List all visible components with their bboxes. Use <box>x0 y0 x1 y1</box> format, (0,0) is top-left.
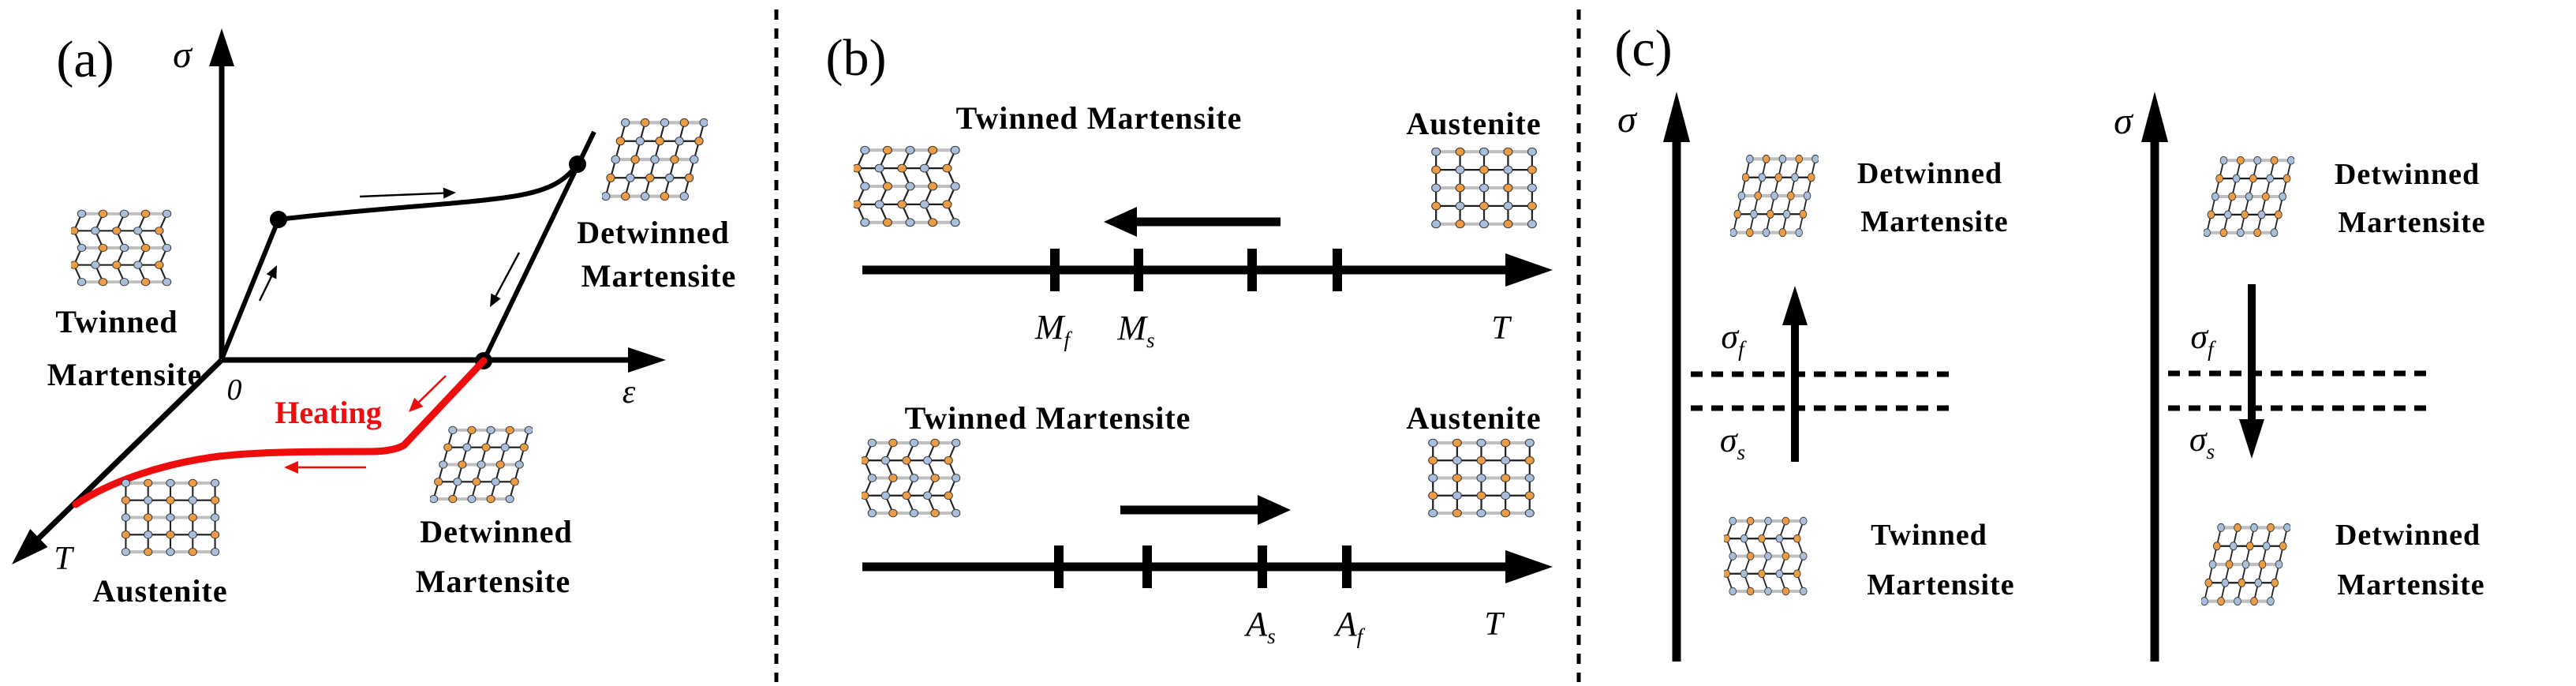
twinned-martensite-lattice-b-cooling <box>854 144 966 229</box>
c-unloading-top-phase-line1: Detwinned <box>2334 158 2481 191</box>
martensite-start-label: Ms <box>1117 309 1155 352</box>
origin-label-a: 0 <box>226 373 242 407</box>
temperature-axis-label-b-heating: T <box>1484 606 1503 643</box>
austenite-lattice-b-heating <box>1425 437 1538 519</box>
cooling-right-phase-label: Austenite <box>1406 106 1542 141</box>
martensite-finish-label: Mf <box>1034 308 1071 351</box>
heating-right-phase-label: Austenite <box>1406 400 1542 436</box>
austenite-finish-label: Af <box>1335 605 1363 648</box>
twinned-martensite-lattice-b-heating <box>862 437 966 519</box>
c-loading-bottom-phase-line1: Twinned <box>1871 519 1987 552</box>
sigma-start-label-loading: σs <box>1719 421 1746 464</box>
sigma-axis-label-c-unloading: σ <box>2114 100 2133 142</box>
cooling-left-phase-label: Twinned Martensite <box>955 100 1243 136</box>
heating-left-phase-label: Twinned Martensite <box>904 400 1191 436</box>
austenite-lattice-a <box>118 477 222 558</box>
sigma-axis-label-c-loading: σ <box>1617 99 1636 141</box>
sigma-start-label-unloading: σs <box>2189 420 2215 463</box>
sigma-finish-label-unloading: σf <box>2190 317 2214 361</box>
panel-b-letter: (b) <box>825 29 887 87</box>
detwinned-martensite-lattice-c-unloading-top <box>2204 154 2294 239</box>
twinned-label-a-line2: Martensite <box>47 357 203 392</box>
c-unloading-top-phase-line2: Martensite <box>2338 206 2486 239</box>
sigma-finish-label-loading: σf <box>1721 317 1744 361</box>
c-unloading-bottom-phase-line2: Martensite <box>2337 568 2485 602</box>
temperature-axis-label-a: T <box>54 541 73 577</box>
panel-a-letter: (a) <box>56 31 114 88</box>
sigma-axis-label-a: σ <box>173 34 192 76</box>
detwinned-martensite-lattice-c-loading-top <box>1730 152 1819 239</box>
detwinned-top-label-a-line2: Martensite <box>581 258 737 294</box>
detwinned-martensite-lattice-a-bottom <box>430 424 533 505</box>
twinned-martensite-lattice-c-loading-bottom <box>1724 515 1812 598</box>
detwinned-bottom-label-a-line2: Martensite <box>415 564 571 599</box>
austenite-start-label: As <box>1246 605 1276 648</box>
twinned-label-a-line1: Twinned <box>55 304 178 339</box>
c-loading-top-phase-line1: Detwinned <box>1856 157 2003 190</box>
detwinned-martensite-lattice-a-top <box>602 116 708 203</box>
twinned-martensite-lattice-a <box>71 208 178 288</box>
c-loading-bottom-phase-line2: Martensite <box>1867 568 2015 602</box>
c-unloading-bottom-phase-line1: Detwinned <box>2335 519 2481 552</box>
detwinned-martensite-lattice-c-unloading-bottom <box>2201 521 2290 608</box>
temperature-axis-label-b-cooling: T <box>1491 310 1510 347</box>
detwinned-bottom-label-a-line1: Detwinned <box>420 514 573 549</box>
c-loading-top-phase-line2: Martensite <box>1860 205 2009 238</box>
panel-c-letter: (c) <box>1614 20 1673 77</box>
epsilon-axis-label-a: ε <box>622 374 636 410</box>
heating-label: Heating <box>275 395 382 430</box>
austenite-lattice-b-cooling <box>1428 145 1540 231</box>
austenite-label-a: Austenite <box>92 573 228 609</box>
detwinned-top-label-a-line1: Detwinned <box>577 215 730 250</box>
